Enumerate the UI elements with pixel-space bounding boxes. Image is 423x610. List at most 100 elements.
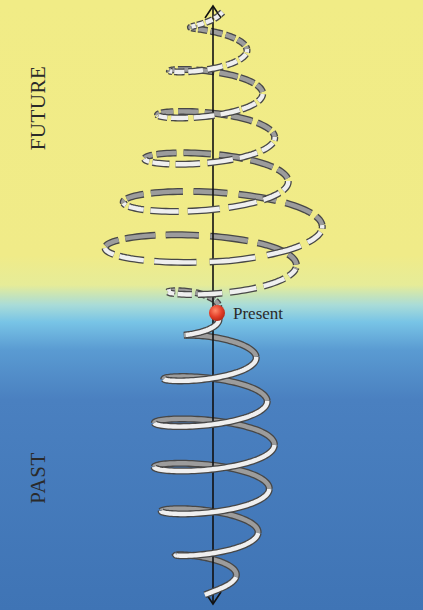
ribbon-face	[194, 191, 228, 193]
period-label: FUTURE	[28, 66, 49, 151]
ribbon-edge	[159, 116, 168, 118]
ribbon-face	[158, 114, 160, 115]
ribbon-edge	[164, 357, 256, 381]
ribbon-face	[197, 23, 204, 25]
ribbon-edge	[308, 232, 321, 242]
ribbon-edge	[286, 203, 312, 213]
ribbon-edge	[227, 61, 237, 65]
ribbon-face	[176, 533, 258, 556]
ribbon-edge	[264, 278, 285, 286]
ribbon-face	[171, 116, 188, 121]
ribbon-edge	[288, 254, 296, 264]
ribbon-face	[286, 203, 312, 213]
ribbon-edge	[174, 68, 184, 75]
ribbon-edge	[168, 292, 174, 293]
ribbon-face	[207, 66, 222, 69]
ribbon-face	[152, 162, 169, 164]
ribbon-edge	[316, 216, 322, 225]
ribbon-face	[231, 116, 252, 121]
ribbon-edge	[161, 489, 269, 514]
ribbon-face	[288, 254, 296, 264]
ribbon-face	[161, 112, 173, 113]
ribbon-edge	[152, 162, 169, 164]
ribbon-edge	[230, 288, 257, 292]
ribbon-edge	[214, 16, 218, 19]
ribbon-face	[159, 116, 168, 118]
ribbon-edge	[257, 123, 270, 130]
ribbon-face	[257, 123, 270, 130]
ribbon-face	[273, 132, 275, 137]
ribbon-face	[308, 232, 321, 242]
ribbon-face	[242, 103, 256, 109]
ribbon-face	[210, 257, 256, 262]
ribbon-edge	[205, 577, 236, 595]
period-label: PAST	[28, 452, 49, 503]
ribbon-face	[119, 256, 143, 260]
ribbon-edge	[238, 40, 245, 45]
ribbon-edge	[129, 206, 144, 209]
present-label: Present	[233, 305, 283, 322]
ribbon-edge	[210, 257, 256, 262]
ribbon-edge	[188, 209, 220, 212]
ribbon-edge	[215, 301, 218, 305]
ribbon-edge	[231, 116, 252, 121]
ribbon-face	[174, 70, 184, 75]
ribbon-face	[194, 115, 215, 117]
ribbon-face	[154, 401, 267, 427]
ribbon-face	[164, 357, 256, 381]
ribbon-edge	[170, 68, 173, 76]
ribbon-edge	[220, 110, 239, 114]
ribbon-edge	[240, 153, 258, 158]
ribbon-edge	[240, 77, 254, 83]
ribbon-face	[210, 236, 248, 241]
ribbon-face	[184, 335, 256, 357]
ribbon-face	[198, 29, 207, 31]
ribbon-face	[220, 73, 238, 77]
ribbon-face	[206, 20, 213, 23]
ribbon-face	[278, 169, 288, 178]
ribbon-edge	[145, 159, 150, 162]
ribbon-edge	[184, 335, 256, 357]
ribbon-edge	[176, 533, 258, 556]
ribbon-edge	[151, 191, 183, 193]
ribbon-edge	[206, 20, 213, 23]
ribbon-face	[238, 40, 245, 45]
ribbon-edge	[262, 143, 273, 151]
ribbon-edge	[194, 115, 215, 117]
ribbon-face	[283, 181, 288, 190]
ribbon-edge	[127, 194, 144, 198]
ribbon-face	[258, 94, 262, 101]
ribbon-face	[289, 269, 296, 276]
ribbon-face	[207, 159, 232, 163]
ribbon-face	[178, 109, 198, 114]
ribbon-edge	[154, 401, 267, 427]
ribbon-edge	[106, 240, 119, 246]
ribbon-edge	[263, 193, 279, 200]
ribbon-face	[263, 193, 279, 200]
ribbon-face	[267, 246, 301, 256]
ribbon-face	[150, 210, 178, 211]
ribbon-edge	[154, 261, 196, 262]
ribbon-face	[151, 191, 183, 193]
ribbon-edge	[243, 49, 250, 52]
ribbon-face	[123, 203, 125, 205]
ribbon-face	[176, 161, 200, 166]
ribbon-face	[170, 69, 173, 74]
ribbon-face	[125, 235, 155, 238]
ribbon-face	[227, 61, 237, 65]
ribbon-face	[161, 489, 269, 514]
ribbon-edge	[273, 132, 275, 137]
spiral-back	[106, 27, 322, 577]
ribbon-edge	[123, 203, 125, 205]
ribbon-face	[129, 206, 144, 209]
ribbon-edge	[271, 137, 279, 141]
ribbon-face	[257, 85, 263, 92]
ribbon-face	[240, 153, 258, 158]
ribbon-face	[191, 26, 196, 31]
ribbon-edge	[158, 114, 160, 115]
present-dot	[209, 305, 225, 321]
ribbon-face	[320, 225, 325, 229]
ribbon-edge	[178, 290, 192, 298]
